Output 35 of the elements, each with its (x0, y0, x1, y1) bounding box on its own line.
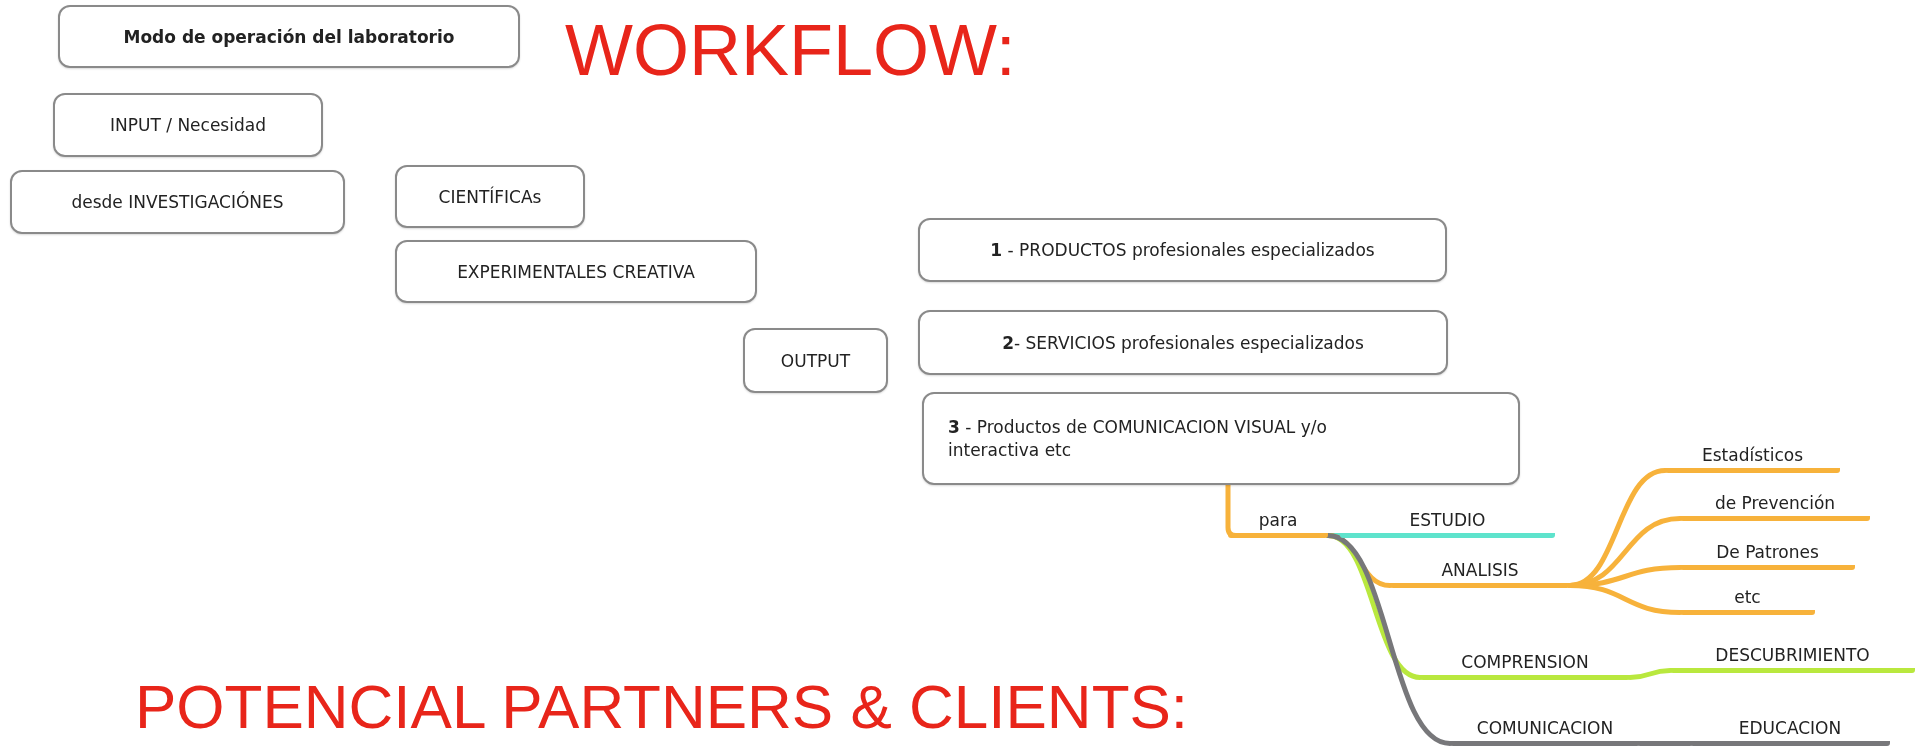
rounded-box (58, 5, 520, 68)
rounded-box (395, 165, 585, 228)
node-text: 2- SERVICIOS profesionales especializados (1002, 332, 1364, 353)
node-text: EXPERIMENTALES CREATIVA (457, 261, 695, 282)
node-text: desde INVESTIGACIÓNES (71, 192, 284, 212)
node-text: CIENTÍFICAs (438, 186, 542, 207)
rounded-box (918, 310, 1448, 375)
rounded-box (922, 392, 1520, 485)
rounded-box (53, 93, 323, 157)
node-text: para (1258, 510, 1298, 530)
node-text: ESTUDIO (1409, 510, 1486, 530)
node-text: INPUT / Necesidad (110, 115, 266, 135)
title: WORKFLOW: (565, 14, 1016, 86)
rounded-box (395, 240, 757, 303)
mind-map-branch (1325, 533, 1453, 746)
node-text: ANALISIS (1441, 560, 1519, 580)
mind-map-branch (1637, 741, 1693, 746)
node-text: de Prevención (1714, 493, 1836, 513)
rounded-box (10, 170, 345, 234)
node-text: DESCUBRIMIENTO (1715, 645, 1870, 665)
heading-text: POTENCIAL PARTNERS & CLIENTS: (135, 676, 1189, 738)
node-text: OUTPUT (780, 350, 851, 371)
mind-map-branch (1567, 583, 1683, 615)
node-text: COMPRENSION (1461, 652, 1589, 672)
mind-map-branch (1627, 668, 1673, 680)
node-text: 3 - Productos de COMUNICACION VISUAL y/o interactiva etc (948, 415, 1328, 462)
node-text: 1 - PRODUCTOS profesionales especializados (990, 240, 1375, 260)
rounded-box (743, 328, 888, 393)
node-text: De Patrones (1716, 542, 1819, 562)
node-text: COMUNICACION (1476, 718, 1614, 738)
node-text: EDUCACION (1738, 718, 1842, 738)
rounded-box (918, 218, 1447, 282)
node-text: Modo de operación del laboratorio (123, 26, 455, 47)
node-text: etc (1734, 587, 1761, 607)
node-text: Estadísticos (1701, 445, 1803, 465)
